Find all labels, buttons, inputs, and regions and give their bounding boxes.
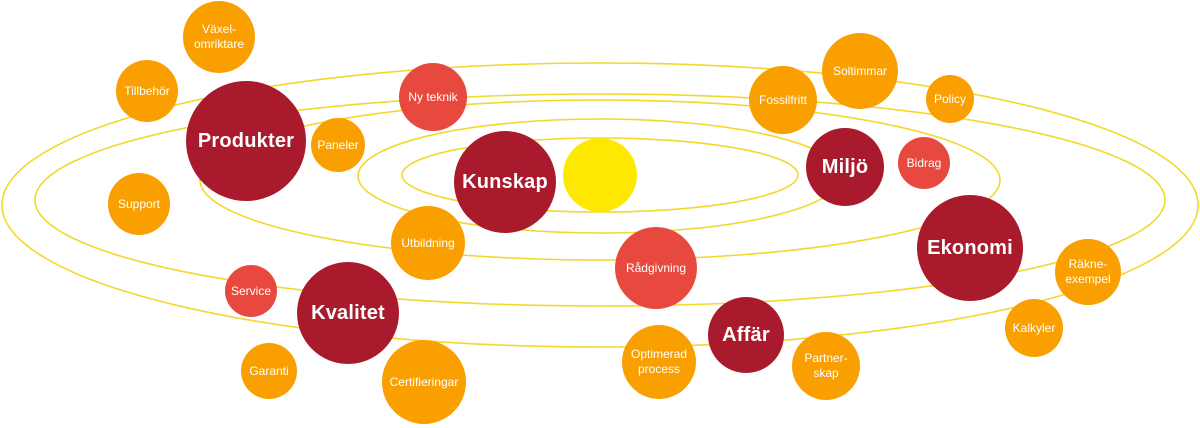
bubble-garanti: Garanti — [241, 343, 297, 399]
bubble-label-affar: Affär — [722, 323, 770, 346]
bubble-label-utbildning: Utbildning — [401, 235, 455, 250]
bubble-label-certifieringar: Certifieringar — [389, 374, 459, 389]
bubble-service: Service — [225, 265, 277, 317]
bubble-label-optimerad-process: Optimerad process — [630, 347, 688, 376]
bubble-optimerad-process: Optimerad process — [622, 325, 696, 399]
bubble-produkter: Produkter — [186, 81, 306, 201]
bubble-paneler: Paneler — [311, 118, 365, 172]
orbit-ring-4 — [34, 93, 1166, 307]
bubble-label-vaxelomriktare: Växel- omriktare — [193, 22, 244, 51]
bubble-label-kvalitet: Kvalitet — [311, 301, 385, 324]
bubble-rakneexempel: Räkne- exempel — [1055, 239, 1121, 305]
bubble-label-paneler: Paneler — [317, 137, 359, 152]
bubble-label-ekonomi: Ekonomi — [927, 236, 1013, 259]
bubble-affar: Affär — [708, 297, 784, 373]
bubble-label-bidrag: Bidrag — [906, 155, 942, 170]
bubble-utbildning: Utbildning — [391, 206, 465, 280]
bubble-label-policy: Policy — [933, 91, 966, 106]
bubble-label-ny-teknik: Ny teknik — [408, 89, 458, 104]
bubble-label-kalkyler: Kalkyler — [1012, 320, 1056, 335]
bubble-label-fossilfritt: Fossilfritt — [759, 92, 807, 107]
bubble-label-garanti: Garanti — [249, 363, 289, 378]
bubble-label-service: Service — [230, 283, 271, 298]
bubble-label-produkter: Produkter — [197, 129, 295, 152]
bubble-vaxelomriktare: Växel- omriktare — [183, 1, 255, 73]
bubble-miljo: Miljö — [806, 128, 884, 206]
bubble-kvalitet: Kvalitet — [297, 262, 399, 364]
bubble-kunskap: Kunskap — [454, 131, 556, 233]
bubble-label-radgivning: Rådgivning — [625, 260, 687, 275]
sun-circle — [563, 138, 637, 212]
bubble-radgivning: Rådgivning — [615, 227, 697, 309]
bubble-label-miljo: Miljö — [821, 155, 869, 178]
bubble-tillbehor: Tillbehör — [116, 60, 178, 122]
bubble-ny-teknik: Ny teknik — [399, 63, 467, 131]
bubble-certifieringar: Certifieringar — [382, 340, 466, 424]
bubble-support: Support — [108, 173, 170, 235]
bubble-partnerskap: Partner- skap — [792, 332, 860, 400]
bubble-fossilfritt: Fossilfritt — [749, 66, 817, 134]
bubble-label-soltimmar: Soltimmar — [832, 63, 887, 78]
bubble-label-support: Support — [117, 196, 161, 211]
bubble-label-rakneexempel: Räkne- exempel — [1065, 257, 1111, 286]
bubble-label-tillbehor: Tillbehör — [124, 83, 170, 98]
bubble-policy: Policy — [926, 75, 974, 123]
bubble-ekonomi: Ekonomi — [917, 195, 1023, 301]
bubble-label-partnerskap: Partner- skap — [804, 351, 848, 380]
bubble-bidrag: Bidrag — [898, 137, 950, 189]
orbit-ring-5 — [1, 62, 1199, 348]
bubble-soltimmar: Soltimmar — [822, 33, 898, 109]
bubble-label-kunskap: Kunskap — [462, 170, 548, 193]
bubble-kalkyler: Kalkyler — [1005, 299, 1063, 357]
